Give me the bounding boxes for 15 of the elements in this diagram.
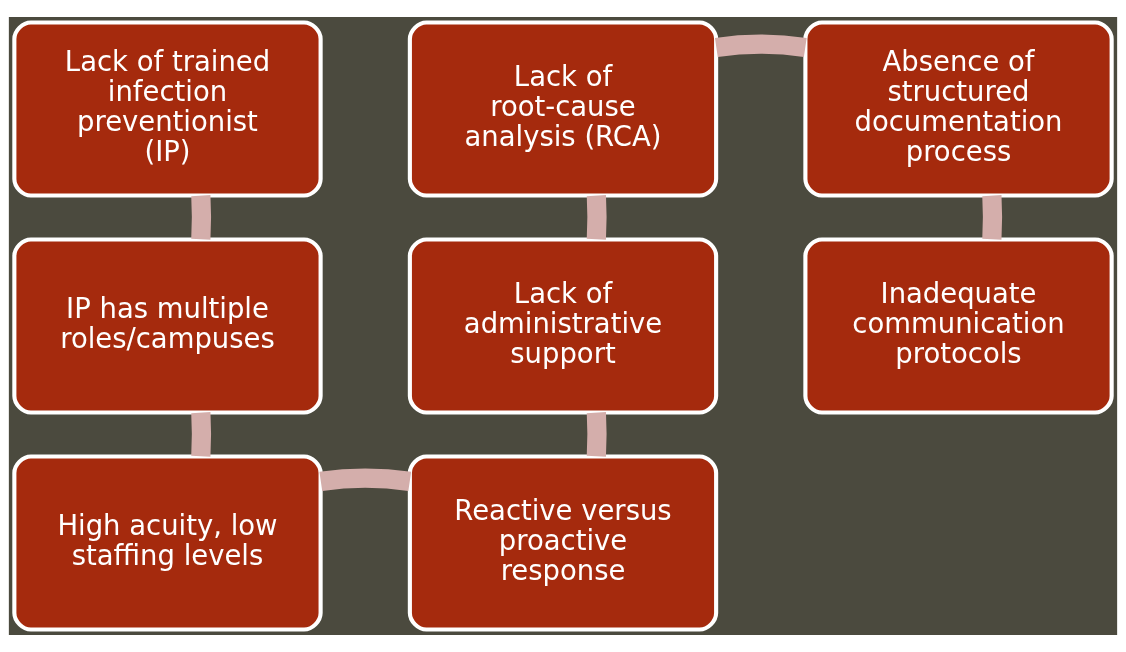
node-box: Reactive versus proactive response: [407, 454, 719, 632]
node-box: IP has multiple roles/campuses: [12, 237, 323, 415]
connector: [191, 195, 212, 240]
connector: [191, 412, 212, 457]
node-box: Lack of root-cause analysis (RCA): [407, 20, 719, 198]
connector: [319, 468, 412, 491]
node-box: Lack of administrative support: [407, 237, 719, 415]
node-box: Lack of trained infection preventionist (IP): [12, 20, 323, 198]
node-box: High acuity, low staffing levels: [12, 454, 323, 632]
connector: [982, 195, 1003, 240]
connector: [586, 412, 607, 457]
node-box: Absence of structured documentation process: [803, 20, 1114, 198]
connector: [586, 195, 607, 240]
node-box: Inadequate communication protocols: [803, 237, 1114, 415]
connector: [715, 34, 807, 57]
